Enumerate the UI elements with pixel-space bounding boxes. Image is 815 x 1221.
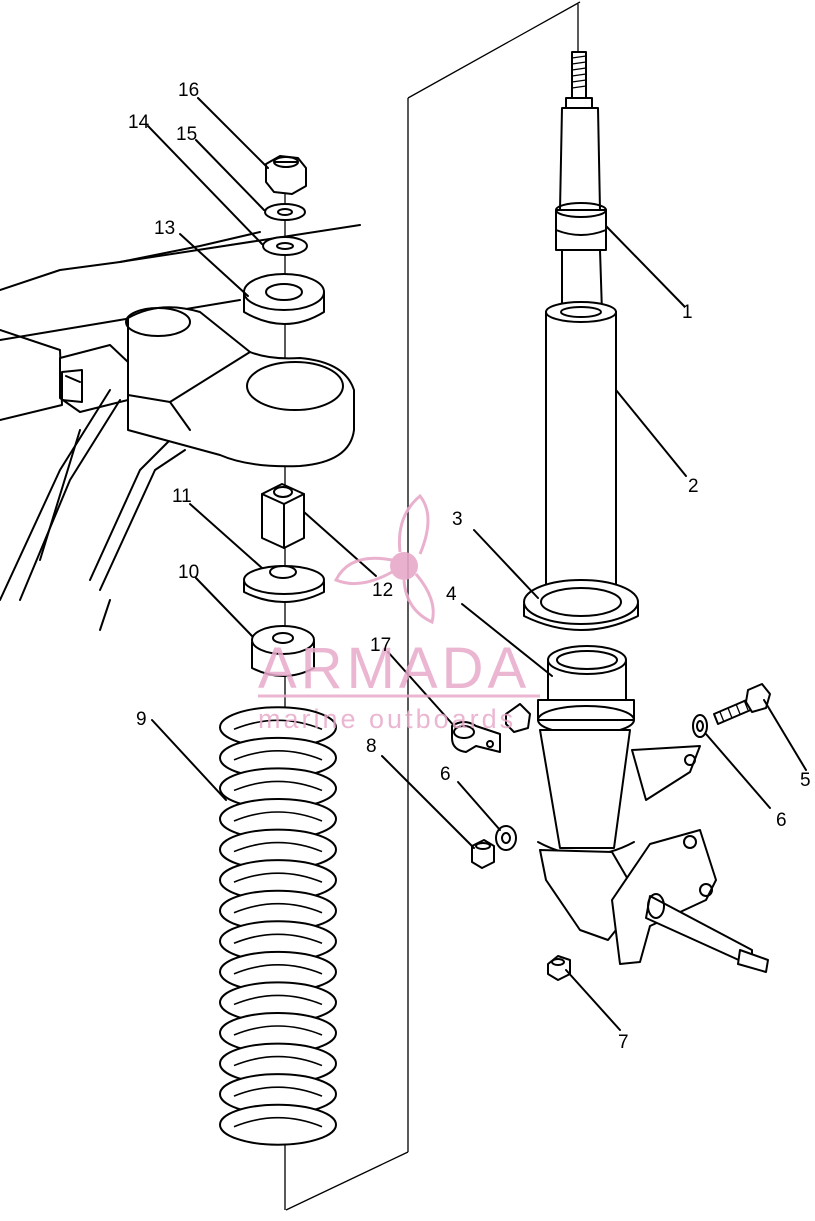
callout-4: 4	[446, 584, 457, 605]
spring-coil-inner	[233, 1116, 323, 1128]
callout-17: 17	[370, 635, 391, 656]
spring-coil-inner	[233, 719, 323, 731]
callout-6a: 6	[440, 764, 451, 785]
watermark-tagline: marine outboards	[258, 704, 516, 734]
spindle-housing	[505, 645, 769, 973]
callout-12: 12	[372, 580, 393, 601]
watermark-brand: ARMADA	[258, 636, 530, 701]
spring-coil-inner	[233, 780, 323, 792]
spring-coil-inner	[233, 933, 323, 945]
watermark: ARMADA marine outboards	[258, 493, 540, 734]
spring-coil-inner	[233, 841, 323, 853]
spring-coil-inner	[233, 872, 323, 883]
callout-16: 16	[178, 80, 199, 101]
callout-5: 5	[800, 770, 811, 791]
shock-absorber	[523, 51, 639, 631]
spring-coil-inner	[233, 994, 323, 1006]
callout-1: 1	[682, 302, 693, 323]
spring-coil-inner	[233, 1025, 323, 1036]
callout-10: 10	[178, 562, 199, 583]
callout-2: 2	[688, 476, 699, 497]
upper-mount-stack	[243, 155, 325, 325]
leader-lines	[147, 97, 807, 1031]
callout-8: 8	[366, 736, 377, 757]
callout-9: 9	[136, 709, 147, 730]
hardware-small-parts	[451, 683, 771, 981]
spring-coil-inner	[233, 964, 323, 975]
propeller-icon	[333, 493, 435, 625]
spring-coil	[219, 1103, 337, 1146]
frame-chassis	[0, 224, 361, 631]
lower-mount-stack	[243, 483, 325, 677]
callout-labels: 1 2 3 4 5 6 6 7 8 9 10 11 12 13 14 15 16…	[128, 80, 811, 1053]
callout-14: 14	[128, 112, 150, 133]
spring-coil-inner	[233, 902, 323, 914]
callout-7: 7	[618, 1032, 629, 1053]
coil-spring	[219, 706, 337, 1146]
callout-6b: 6	[776, 810, 787, 831]
callout-15: 15	[176, 124, 197, 145]
spring-coil-inner	[233, 811, 323, 822]
callout-3: 3	[452, 509, 463, 530]
spring-coil-inner	[233, 750, 323, 761]
spring-coil-inner	[233, 1086, 323, 1097]
callout-11: 11	[172, 486, 192, 507]
spring-coil-inner	[233, 1055, 323, 1067]
callout-13: 13	[154, 218, 175, 239]
